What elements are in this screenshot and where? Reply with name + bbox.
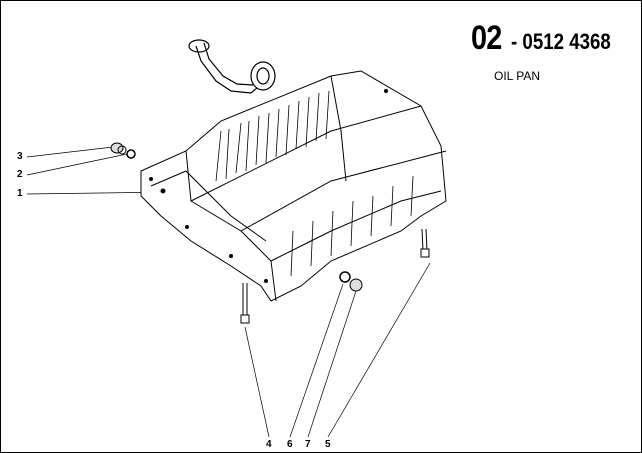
dipstick-tube bbox=[188, 39, 276, 94]
callout-4: 4 bbox=[266, 439, 272, 450]
diagram-title: 02 - 0512 4368 bbox=[471, 19, 611, 58]
callout-2: 2 bbox=[17, 169, 23, 180]
callout-1: 1 bbox=[17, 188, 23, 199]
bolt-5 bbox=[420, 228, 430, 258]
leader-lines bbox=[26, 146, 431, 438]
drain-plug-icon bbox=[110, 142, 136, 159]
part-number: - 0512 4368 bbox=[511, 29, 611, 54]
oil-pan-body bbox=[140, 70, 447, 302]
diagram-subtitle: OIL PAN bbox=[494, 69, 541, 83]
callout-3: 3 bbox=[17, 151, 23, 162]
callout-5: 5 bbox=[325, 439, 331, 450]
bolt-4 bbox=[240, 283, 250, 324]
section-number: 02 bbox=[471, 19, 502, 57]
callout-7: 7 bbox=[305, 439, 311, 450]
drain-plug-6-7 bbox=[339, 271, 363, 292]
callout-6: 6 bbox=[287, 439, 293, 450]
